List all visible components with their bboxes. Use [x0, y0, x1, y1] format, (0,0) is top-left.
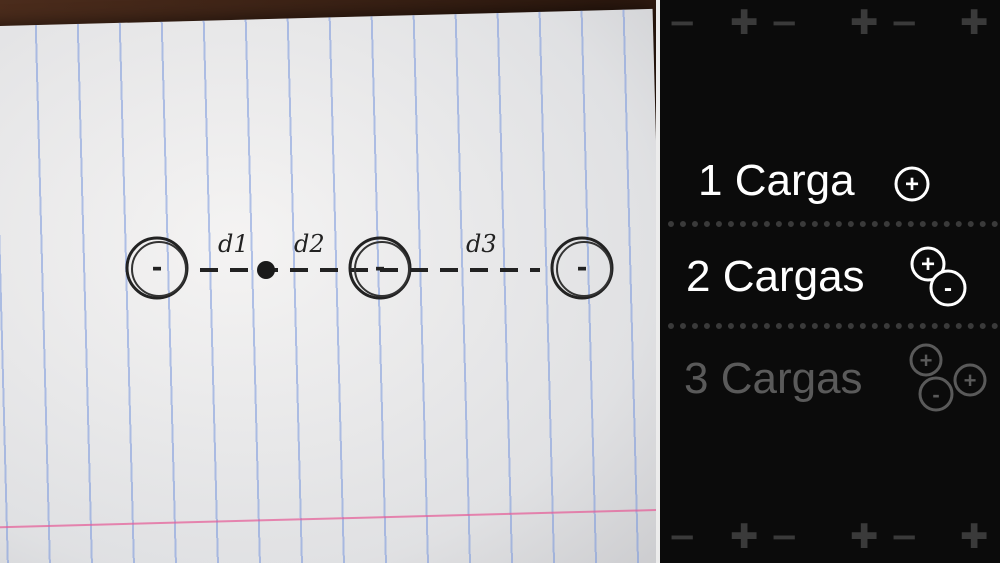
panel-divider: [656, 0, 660, 563]
label-d2: d2: [294, 230, 325, 258]
label-d1: d1: [218, 230, 249, 258]
label-d3: d3: [466, 230, 497, 258]
test-point: [257, 261, 275, 279]
charge-1-sign: -: [152, 253, 163, 283]
deco-minus-icon: −: [770, 3, 799, 43]
charge-triple-icon: + - +: [909, 343, 987, 412]
menu-separator: [668, 323, 998, 329]
menu-item-3-cargas[interactable]: 3 Cargas + - +: [660, 338, 1000, 418]
deco-plus-icon: ✚: [960, 517, 989, 557]
charge-menu-panel: − ✚ − ✚ − ✚ − ✚ − ✚ − ✚ 1 Carga + 2 Carg…: [660, 0, 1000, 563]
svg-text:-: -: [932, 382, 939, 407]
menu-item-2-label: 2 Cargas: [686, 252, 865, 301]
charge-3-sign: -: [577, 253, 588, 283]
deco-minus-icon: −: [668, 517, 697, 557]
charge-pair-icon: + -: [910, 246, 967, 307]
menu-item-1-carga[interactable]: 1 Carga +: [660, 140, 1000, 220]
svg-text:+: +: [921, 251, 935, 278]
charge-1: -: [125, 236, 189, 300]
notebook-area: - - - d1 d2 d3: [0, 0, 656, 563]
menu-separator: [668, 221, 998, 227]
charge-diagram: - - - d1 d2 d3: [125, 230, 614, 300]
deco-minus-icon: −: [770, 517, 799, 557]
deco-minus-icon: −: [890, 3, 919, 43]
menu-item-2-cargas[interactable]: 2 Cargas + -: [660, 236, 1000, 316]
svg-text:+: +: [964, 368, 977, 393]
deco-plus-icon: ✚: [850, 3, 879, 43]
deco-plus-icon: ✚: [730, 3, 759, 43]
deco-minus-icon: −: [890, 517, 919, 557]
charge-2-sign: -: [375, 253, 386, 283]
svg-text:-: -: [944, 275, 952, 302]
menu-item-1-label: 1 Carga: [698, 156, 855, 205]
deco-minus-icon: −: [668, 3, 697, 43]
menu-item-3-label: 3 Cargas: [684, 354, 863, 403]
deco-plus-icon: ✚: [850, 517, 879, 557]
charge-3: -: [550, 236, 614, 300]
charge-2: -: [348, 236, 412, 300]
deco-plus-icon: ✚: [730, 517, 759, 557]
svg-text:+: +: [905, 171, 919, 198]
svg-text:+: +: [920, 348, 933, 373]
deco-plus-icon: ✚: [960, 3, 989, 43]
positive-charge-icon: +: [894, 166, 930, 202]
